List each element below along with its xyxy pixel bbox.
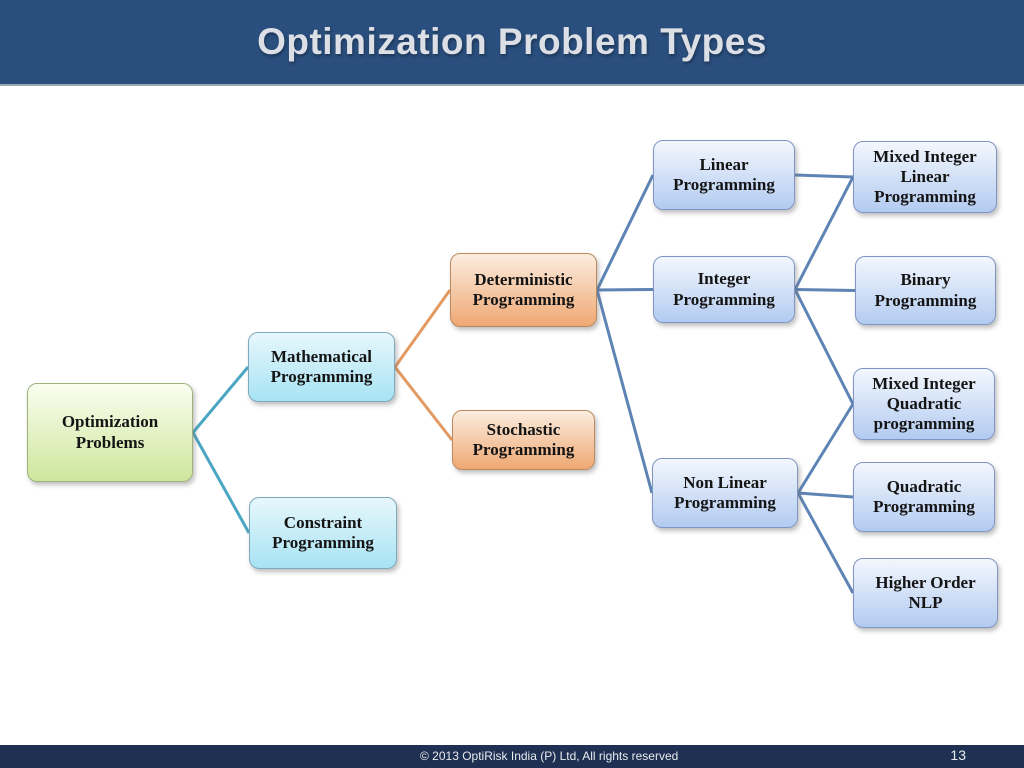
- edge-non-linear-programming-to-higher-order-nlp: [796, 492, 855, 594]
- node-integer-programming: Integer Programming: [653, 256, 795, 323]
- node-label: Deterministic Programming: [472, 269, 575, 309]
- node-label: Mathematical Programming: [270, 346, 373, 386]
- slide-title: Optimization Problem Types: [257, 21, 767, 62]
- edge-non-linear-programming-to-mixed-integer-quadratic-programming: [796, 403, 855, 494]
- node-label: Optimization Problems: [61, 412, 159, 452]
- node-label: Binary Programming: [874, 270, 977, 310]
- node-label: Higher Order NLP: [875, 572, 976, 612]
- node-quadratic-programming: Quadratic Programming: [853, 462, 995, 532]
- node-linear-programming: Linear Programming: [653, 140, 795, 210]
- edge-deterministic-programming-to-linear-programming: [595, 174, 655, 291]
- footer-bar: © 2013 OptiRisk India (P) Ltd, All right…: [0, 745, 1024, 768]
- node-label: Quadratic Programming: [873, 476, 975, 516]
- edge-integer-programming-to-binary-programming: [794, 288, 856, 292]
- node-optimization-problems: Optimization Problems: [27, 383, 193, 482]
- node-label: Integer Programming: [673, 269, 775, 309]
- edge-optimization-problems-to-mathematical-programming: [191, 366, 250, 434]
- page-number: 13: [950, 747, 966, 763]
- node-mixed-integer-quadratic-programming: Mixed Integer Quadratic programming: [853, 368, 995, 440]
- edge-optimization-problems-to-constraint-programming: [191, 431, 251, 534]
- node-higher-order-nlp: Higher Order NLP: [853, 558, 998, 628]
- node-stochastic-programming: Stochastic Programming: [452, 410, 595, 470]
- node-label: Mixed Integer Quadratic programming: [872, 373, 976, 434]
- node-label: Constraint Programming: [272, 512, 374, 552]
- edge-mathematical-programming-to-deterministic-programming: [393, 289, 452, 368]
- edge-linear-programming-to-mixed-integer-linear-programming: [794, 173, 854, 179]
- node-label: Linear Programming: [673, 154, 775, 194]
- edge-integer-programming-to-mixed-integer-linear-programming: [793, 176, 855, 291]
- node-constraint-programming: Constraint Programming: [249, 497, 397, 569]
- node-mathematical-programming: Mathematical Programming: [248, 332, 395, 402]
- node-label: Mixed Integer Linear Programming: [873, 146, 977, 207]
- node-mixed-integer-linear-programming: Mixed Integer Linear Programming: [853, 141, 997, 213]
- edge-mathematical-programming-to-stochastic-programming: [393, 366, 454, 441]
- edge-integer-programming-to-mixed-integer-quadratic-programming: [793, 288, 855, 405]
- title-bar: Optimization Problem Types: [0, 0, 1024, 86]
- node-deterministic-programming: Deterministic Programming: [450, 253, 597, 327]
- node-non-linear-programming: Non Linear Programming: [652, 458, 798, 528]
- node-label: Stochastic Programming: [472, 419, 575, 459]
- edge-deterministic-programming-to-non-linear-programming: [595, 289, 654, 494]
- copyright-text: © 2013 OptiRisk India (P) Ltd, All right…: [420, 749, 679, 763]
- edge-deterministic-programming-to-integer-programming: [596, 288, 654, 292]
- edge-non-linear-programming-to-quadratic-programming: [797, 491, 854, 499]
- node-label: Non Linear Programming: [674, 472, 776, 512]
- node-binary-programming: Binary Programming: [855, 256, 996, 325]
